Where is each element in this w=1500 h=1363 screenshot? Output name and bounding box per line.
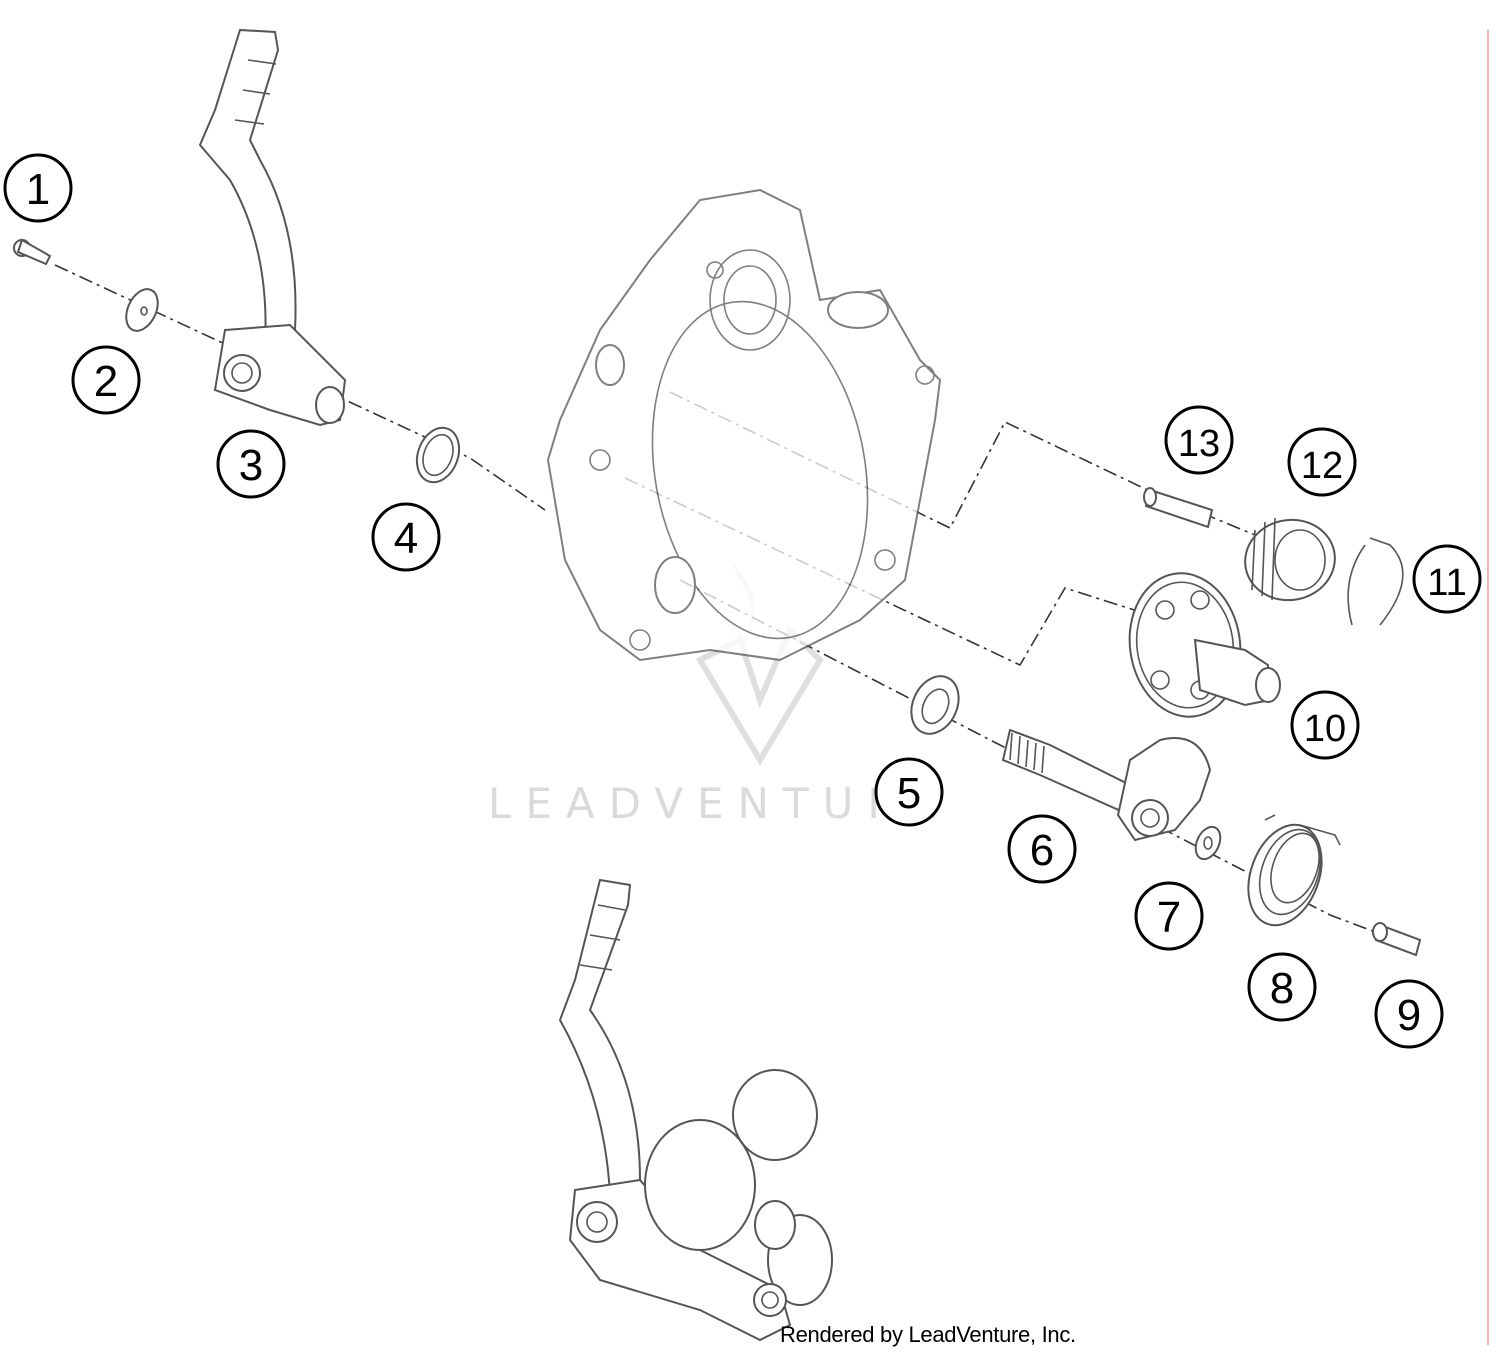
callout-7-label: 7 <box>1157 893 1181 942</box>
part-10-intermediate-gear <box>1128 572 1281 718</box>
callout-4-label: 4 <box>394 514 418 563</box>
part-4-seal-ring <box>415 426 461 484</box>
callout-6-label: 6 <box>1030 826 1054 875</box>
engine-cover <box>546 188 942 662</box>
callout-5-label: 5 <box>897 769 921 818</box>
part-2-washer <box>125 288 159 332</box>
callout-3-label: 3 <box>239 441 263 490</box>
callout-1: 1 <box>3 153 73 223</box>
part-9-pin <box>1372 922 1422 957</box>
callout-12: 12 <box>1287 427 1357 497</box>
callout-13: 13 <box>1164 405 1234 475</box>
part-11-circlip <box>1347 537 1404 626</box>
callout-11: 11 <box>1412 544 1482 614</box>
callout-11-label: 11 <box>1427 562 1466 604</box>
axis-main <box>54 264 546 511</box>
callout-7: 7 <box>1134 881 1204 951</box>
callout-1-label: 1 <box>26 165 50 214</box>
part-5-washer <box>910 675 960 735</box>
callout-8-label: 8 <box>1270 964 1294 1013</box>
part-3-kickstart-lever <box>198 28 347 427</box>
part-1-screw <box>13 238 52 266</box>
callout-10-label: 10 <box>1304 708 1346 750</box>
callout-6: 6 <box>1007 814 1077 884</box>
callout-2-label: 2 <box>94 357 118 406</box>
callout-5: 5 <box>874 757 944 827</box>
part-7-washer <box>1194 825 1222 861</box>
watermark-text: LEADVENTURE <box>488 779 951 828</box>
callout-3: 3 <box>216 429 286 499</box>
callout-8: 8 <box>1247 952 1317 1022</box>
callout-2: 2 <box>71 345 141 415</box>
assembled-overview <box>558 878 833 1342</box>
callout-10: 10 <box>1290 690 1360 760</box>
callout-12-label: 12 <box>1301 445 1343 487</box>
part-13-bushing <box>1143 487 1214 529</box>
part-8-spring <box>1247 814 1341 927</box>
part-6-kickstart-shaft <box>1001 728 1212 842</box>
callout-9: 9 <box>1374 979 1444 1049</box>
part-12-idler-gear <box>1244 517 1336 602</box>
callout-9-label: 9 <box>1397 991 1421 1040</box>
callout-4: 4 <box>371 502 441 572</box>
render-credit: Rendered by LeadVenture, Inc. <box>780 1322 1076 1347</box>
callout-13-label: 13 <box>1178 423 1220 465</box>
